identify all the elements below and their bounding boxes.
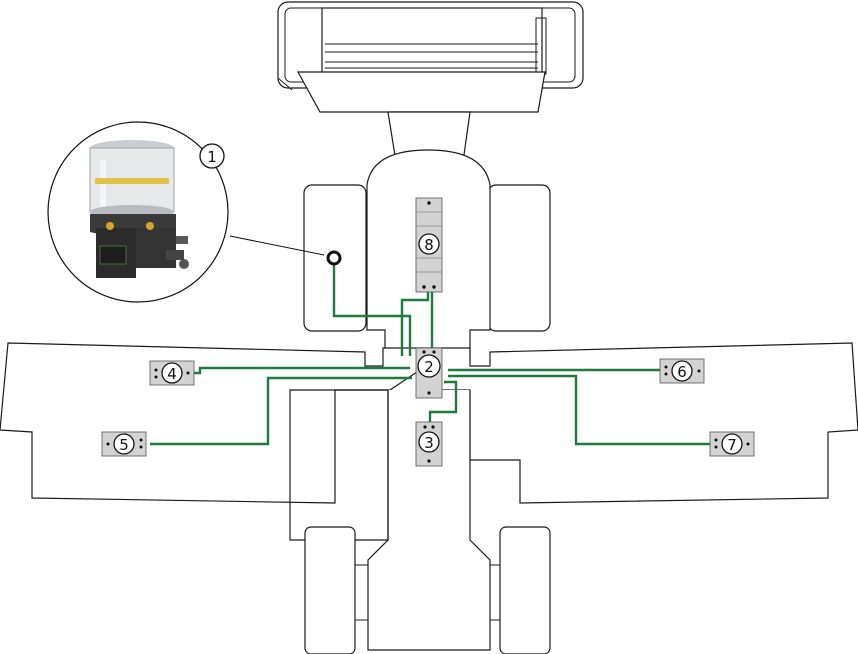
label-7: 7 [727, 436, 737, 454]
label-8: 8 [424, 236, 434, 254]
lubrication-pump-photo [89, 140, 189, 278]
inset-pointer-line [229, 235, 325, 256]
distributor-3: 3 [415, 421, 443, 467]
pump-connection-point [326, 250, 342, 266]
distributor-6: 6 [659, 358, 705, 384]
pump-inset: 1 [47, 121, 229, 303]
rear-body [289, 389, 551, 654]
machine-cab [277, 1, 584, 163]
label-6: 6 [677, 363, 687, 381]
label-5: 5 [119, 436, 129, 454]
label-1: 1 [207, 148, 217, 166]
label-3: 3 [424, 434, 434, 452]
distributor-2: 2 [415, 347, 443, 399]
line-pump-to-main [332, 258, 412, 356]
label-2: 2 [424, 358, 434, 376]
distributor-4: 4 [149, 360, 195, 386]
line-main-to-7 [448, 374, 710, 446]
main-frame [0, 342, 858, 504]
line-front-to-main [400, 290, 430, 356]
line-main-to-5 [150, 376, 412, 446]
distributor-7: 7 [709, 431, 755, 457]
distributor-8: 8 [415, 197, 443, 293]
label-4: 4 [167, 365, 177, 383]
line-main-to-3 [428, 380, 458, 424]
distributor-5: 5 [101, 431, 147, 457]
